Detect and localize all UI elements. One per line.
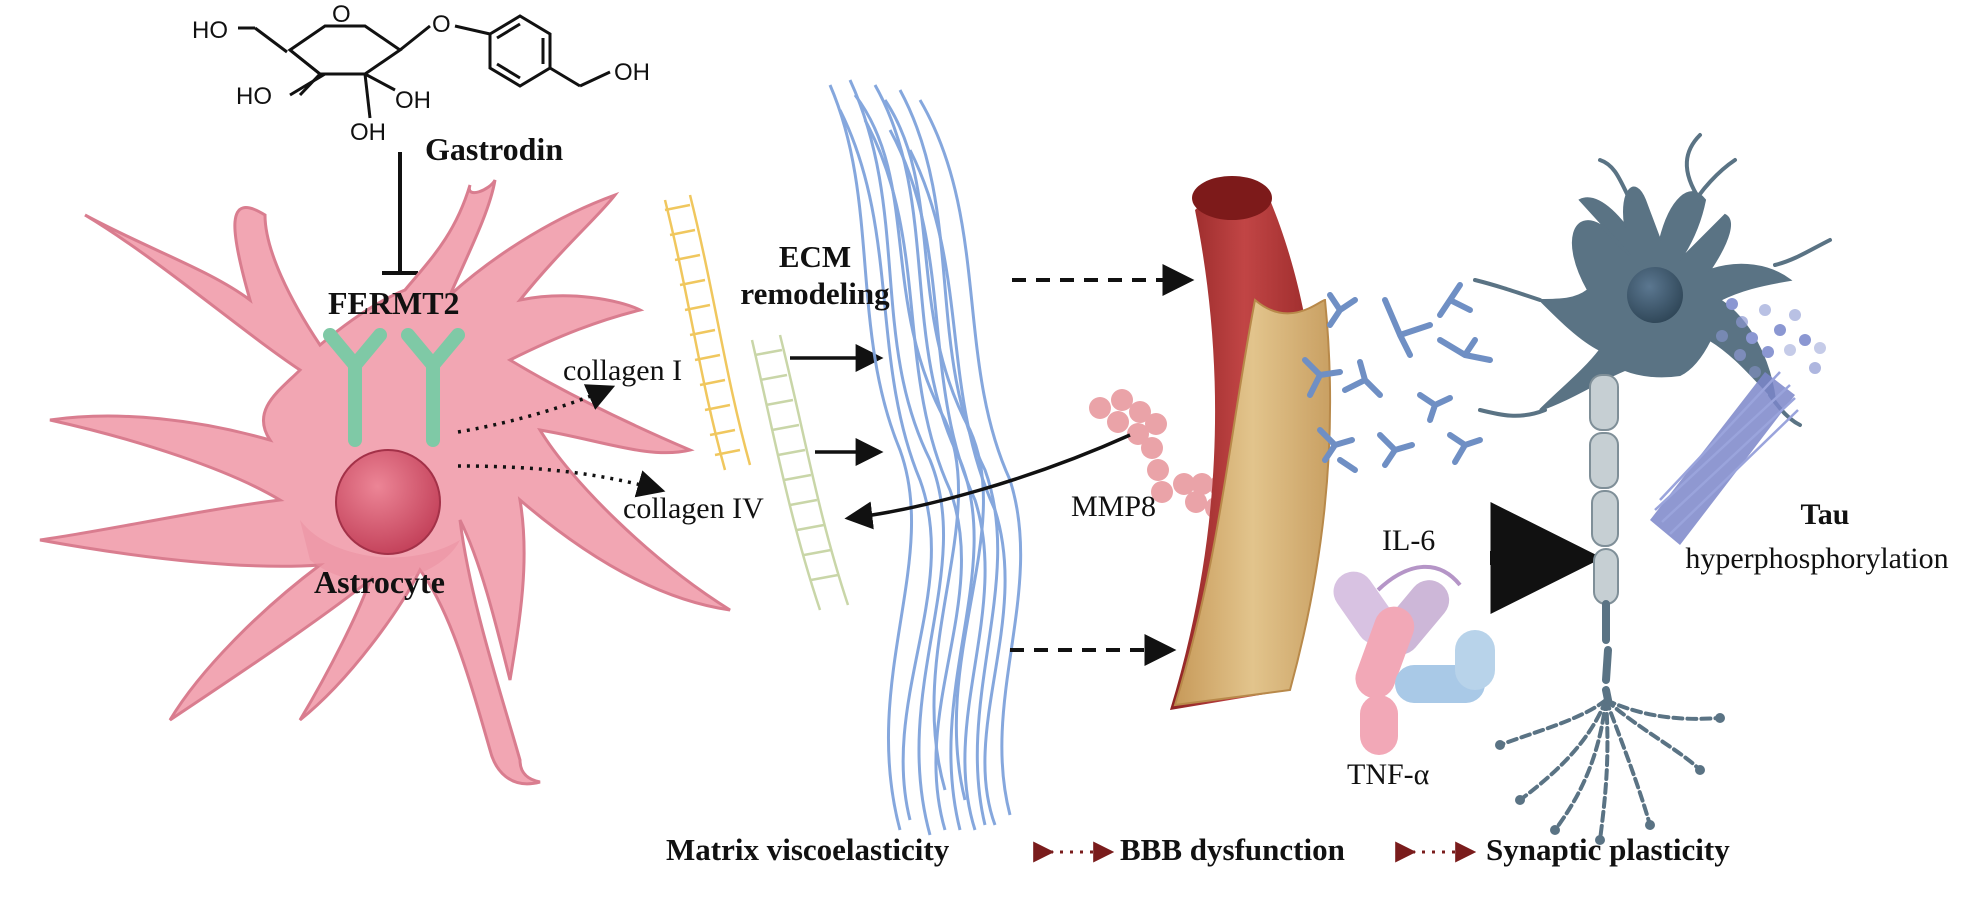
mol-ho-left: HO (236, 83, 272, 110)
tau-label: Tau (1800, 498, 1850, 531)
tau-hyperphosphorylation-label: hyperphosphorylation (1685, 542, 1949, 575)
mol-link-o: O (432, 11, 451, 38)
neuron-axon (1589, 374, 1619, 704)
fermt2-label: FERMT2 (328, 285, 460, 321)
gastrodin-molecule (238, 14, 611, 119)
arrow-mmp8-to-collagen-iv (844, 433, 1131, 530)
ecm-label-line1: ECM (778, 239, 852, 274)
tau-fibril (1650, 371, 1799, 545)
bbb-dysfunction-label: BBB dysfunction (1120, 832, 1345, 867)
collagen-iv-fibril (750, 334, 850, 611)
neuron-axon-terminals (1498, 698, 1722, 842)
il6-antibodies (1302, 282, 1493, 473)
il6-label: IL-6 (1382, 524, 1436, 557)
tnf-alpha-protein (1333, 564, 1495, 755)
mmp8-label: MMP8 (1071, 490, 1157, 523)
mol-oh-mid: OH (395, 87, 431, 114)
astrocyte-label: Astrocyte (314, 564, 445, 600)
mol-oh-right: OH (614, 59, 650, 86)
matrix-viscoelasticity-label: Matrix viscoelasticity (666, 832, 950, 867)
ecm-label-line2: remodeling (740, 276, 890, 312)
inhibition-line (382, 152, 418, 275)
blood-vessel (1170, 176, 1332, 710)
collagen-iv-label: collagen IV (623, 492, 764, 525)
dotted-arrow-collagen-i (457, 384, 616, 434)
mol-ring-o: O (332, 1, 351, 28)
ecm-fibers (828, 79, 1023, 836)
ecm-remodeling-label: ECM remodeling (735, 238, 895, 312)
collagen-i-label: collagen I (563, 354, 683, 387)
astrocyte-nucleus (335, 449, 441, 555)
neuron-nucleus (1627, 267, 1683, 323)
mol-ho-top: HO (192, 17, 228, 44)
collagen-i-fibril (663, 194, 752, 471)
tnfa-label: TNF-α (1347, 758, 1430, 791)
neuron-dendrite-tips (1473, 133, 1832, 427)
mol-oh-bottom: OH (350, 119, 386, 146)
neuron-terminal-dots (1495, 713, 1725, 845)
gastrodin-label: Gastrodin (425, 131, 564, 167)
synaptic-plasticity-label: Synaptic plasticity (1486, 832, 1730, 867)
tau-phospho-dots (1716, 298, 1826, 378)
receptor-pair (323, 328, 465, 447)
